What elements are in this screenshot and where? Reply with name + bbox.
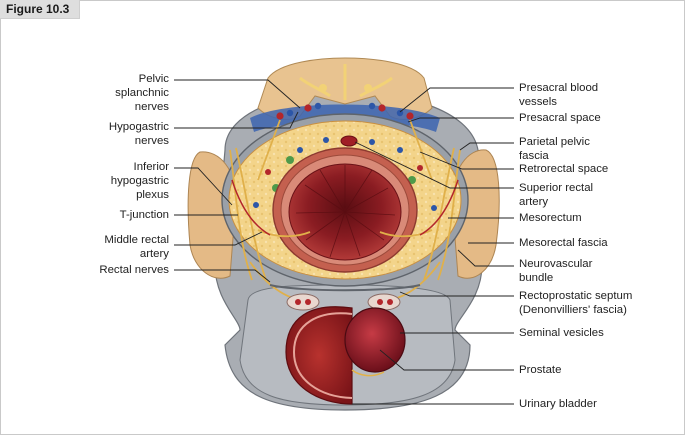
leader-lines — [174, 79, 514, 405]
prostate — [344, 307, 406, 373]
sacral-foramen-right — [364, 84, 372, 92]
label-parietal-pelvic-fascia: Parietal pelvic fascia — [519, 136, 590, 162]
label-t-junction: T-junction — [119, 209, 169, 221]
rectoprostatic-septum — [269, 284, 421, 292]
label-retrorectal-space: Retrorectal space — [519, 163, 609, 175]
urinary-bladder — [285, 306, 353, 405]
label-mesorectum: Mesorectum — [519, 212, 582, 224]
label-mesorectal-fascia: Mesorectal fascia — [519, 237, 608, 249]
prostatic-urethra — [351, 369, 385, 377]
rectal-mucosal-folds — [295, 165, 396, 258]
figure-label: Figure 10.3 — [0, 0, 81, 19]
label-rectal-nerves: Rectal nerves — [99, 264, 169, 276]
label-pelvic-splanchnic-nerves: Pelvic splanchnic nerves — [115, 73, 169, 113]
sacral-foramen-left — [319, 84, 327, 92]
label-middle-rectal-artery: Middle rectal artery — [104, 234, 169, 260]
seminal-vesicles-group — [286, 293, 401, 311]
presacral-blood-vessels-group — [276, 102, 414, 120]
label-prostate: Prostate — [519, 364, 562, 376]
label-hypogastric-nerves: Hypogastric nerves — [108, 121, 169, 147]
label-inferior-hypogastric-plexus: Inferior hypogastric plexus — [110, 161, 169, 201]
label-presacral-space: Presacral space — [519, 112, 601, 124]
sacral-nerve-foramina — [299, 64, 393, 100]
label-urinary-bladder: Urinary bladder — [519, 398, 597, 410]
label-seminal-vesicles: Seminal vesicles — [519, 327, 604, 339]
label-presacral-blood-vessels: Presacral blood vessels — [519, 82, 599, 108]
superior-rectal-artery — [340, 135, 358, 147]
label-neurovascular-bundle: Neurovascular bundle — [519, 258, 593, 284]
middle-rectal-arteries — [231, 179, 459, 236]
label-rectoprostatic-septum: Rectoprostatic septum (Denonvilliers' fa… — [519, 290, 633, 316]
label-superior-rectal-artery: Superior rectal artery — [519, 182, 594, 208]
bladder-wall — [292, 312, 353, 399]
